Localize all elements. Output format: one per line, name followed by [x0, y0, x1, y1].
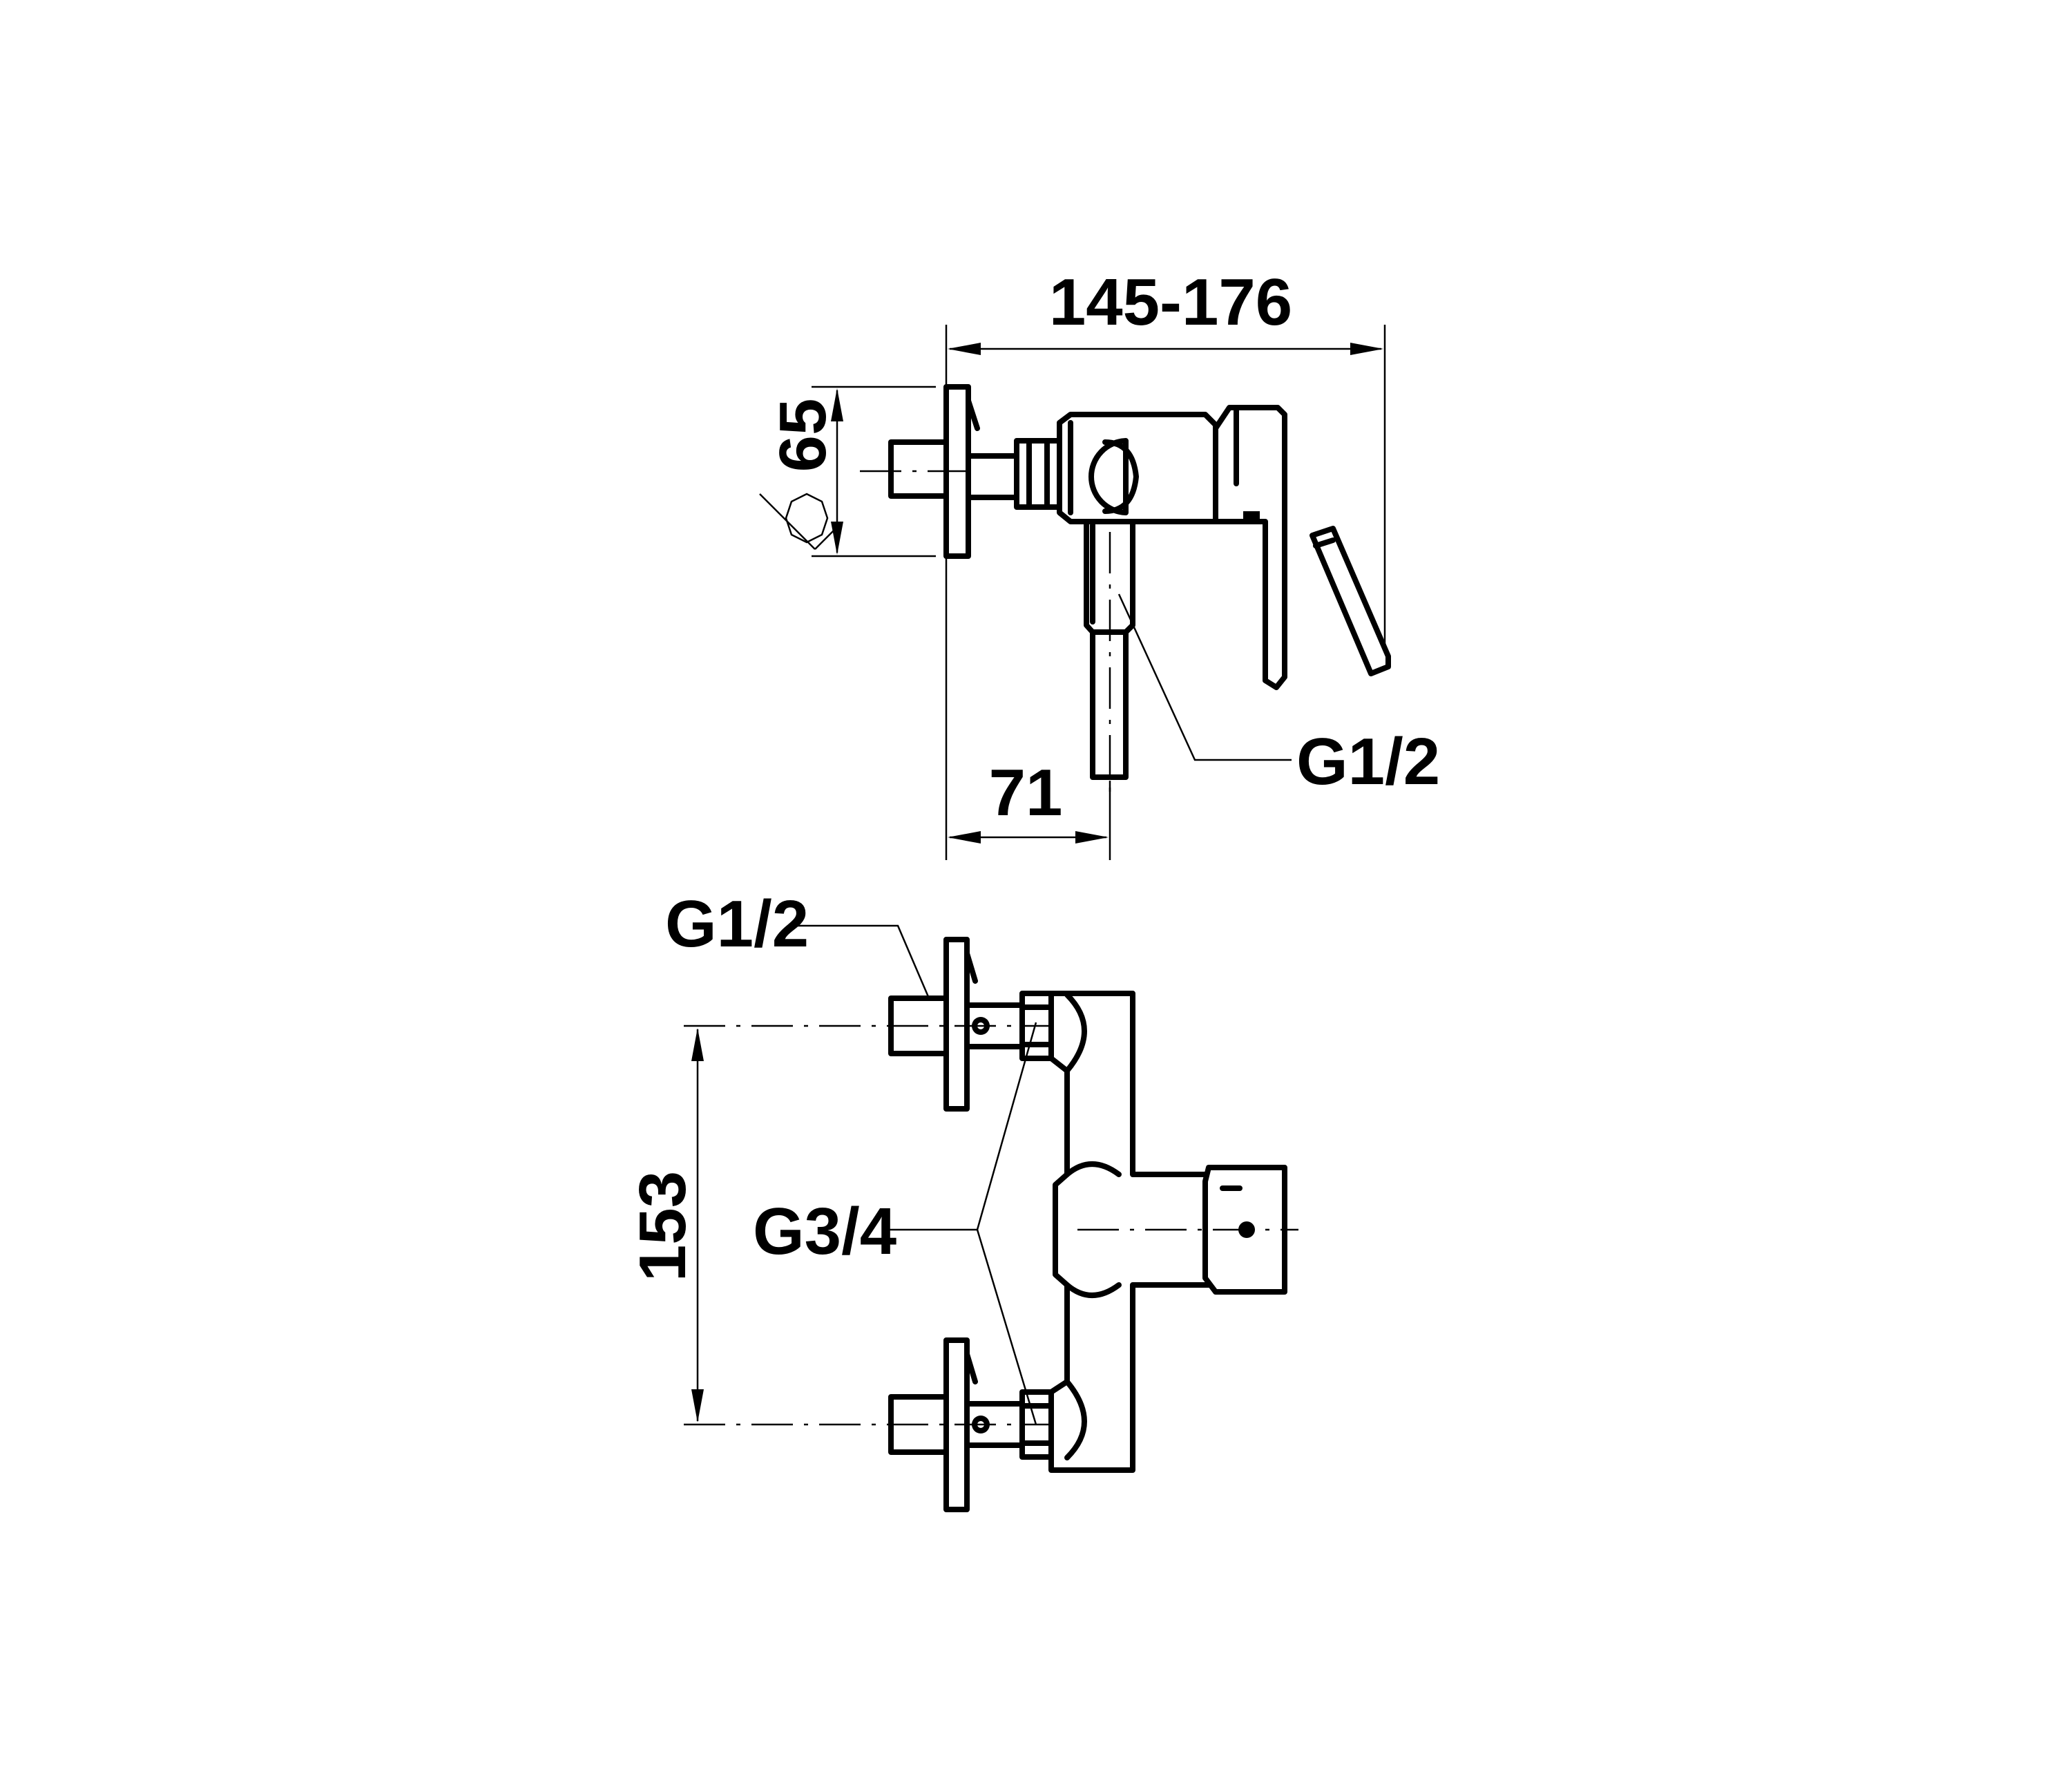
front-view: 153 G1/2 G3/4: [626, 887, 1298, 1512]
outlet-thread-label: G1/2: [1296, 725, 1440, 799]
lever-swung: [1310, 526, 1391, 676]
dimension-inlet-spacing: 153: [626, 1028, 704, 1422]
outlet-thread-leader: [1117, 593, 1292, 761]
lever-handle: [1213, 405, 1287, 690]
diameter-icon: [759, 493, 836, 550]
connection-thread-label: G3/4: [753, 1194, 896, 1268]
side-view: 145-176 65: [759, 265, 1440, 860]
outlet-offset-label: 71: [989, 756, 1063, 830]
outlet-tube: [1084, 519, 1135, 780]
connection-thread-leader: [888, 1022, 1037, 1425]
overall-depth-label: 145-176: [1049, 265, 1292, 339]
inlet-thread-label: G1/2: [665, 887, 809, 961]
s-connector: [966, 453, 1019, 500]
inlet-spacing-label: 153: [626, 1171, 700, 1282]
inlet-stub: [888, 439, 949, 499]
height-label: 65: [766, 399, 840, 473]
connector-nut: [1014, 438, 1062, 510]
dimension-overall-depth: 145-176: [945, 265, 1386, 860]
dimension-outlet-offset: 71: [948, 756, 1111, 860]
inlet-thread-leader: [794, 924, 930, 999]
mixer-body-front: [1048, 991, 1225, 1473]
